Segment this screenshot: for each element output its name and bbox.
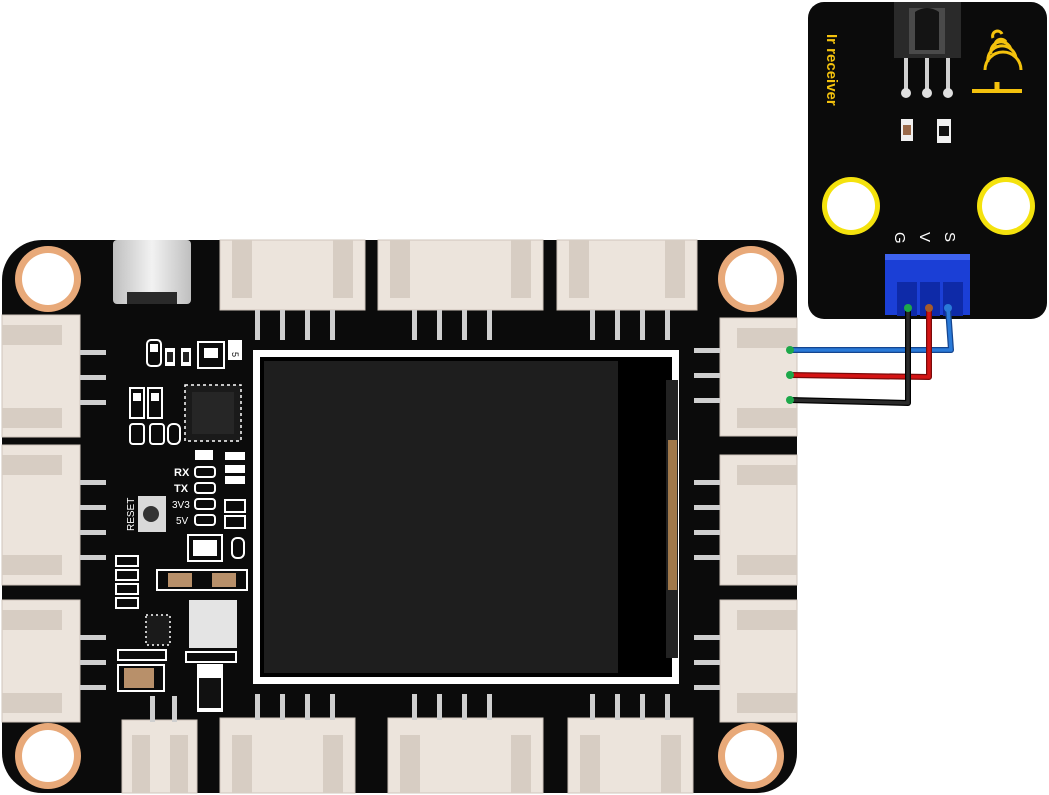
connector-bottom-2 [219, 694, 356, 794]
wires [786, 304, 954, 406]
connector-bottom-4 [567, 694, 694, 794]
connector-bottom-1 [121, 696, 198, 794]
mounting-hole-top-left [15, 246, 81, 312]
reset-label: RESET [126, 498, 137, 531]
connector-right-1 [694, 317, 798, 437]
mcu-chip [184, 384, 242, 442]
connector-top-2 [377, 239, 544, 340]
connector-right-3 [694, 599, 798, 723]
lcd-screen [253, 350, 679, 684]
smd-components [115, 339, 248, 712]
tx-label: TX [174, 483, 189, 495]
connector-top-1 [219, 239, 366, 340]
wire-vcc [786, 304, 933, 380]
connector-right-2 [694, 454, 798, 586]
5v-label: 5V [176, 516, 189, 527]
rx-label: RX [174, 467, 190, 479]
pin-label-v: V [916, 232, 933, 242]
chip-mark-label: 5 [230, 352, 240, 357]
wire-signal [786, 304, 954, 354]
ir-receiver-module: Ir receiver G V S [808, 2, 1047, 319]
mounting-hole-module-left [822, 177, 880, 235]
connector-left-3 [1, 599, 106, 723]
module-title: Ir receiver [823, 34, 840, 106]
usb-c-port [113, 240, 191, 304]
connector-bottom-3 [387, 694, 544, 794]
3v3-label: 3V3 [172, 500, 190, 511]
connector-top-3 [556, 239, 698, 340]
pin-label-g: G [891, 232, 908, 244]
mounting-hole-top-right [718, 246, 784, 312]
ir-signal-icon [972, 29, 1023, 93]
reset-button[interactable] [138, 496, 166, 532]
wire-ground [786, 304, 912, 406]
connector-left-1 [1, 314, 106, 438]
mounting-hole-bottom-right [718, 723, 784, 789]
pin-label-s: S [941, 232, 958, 242]
connector-left-2 [1, 444, 106, 586]
mounting-hole-module-right [977, 177, 1035, 235]
ir-sensor [894, 2, 961, 98]
mounting-hole-bottom-left [15, 723, 81, 789]
main-board: RESET RX TX 3V3 5V 5 [1, 239, 798, 794]
